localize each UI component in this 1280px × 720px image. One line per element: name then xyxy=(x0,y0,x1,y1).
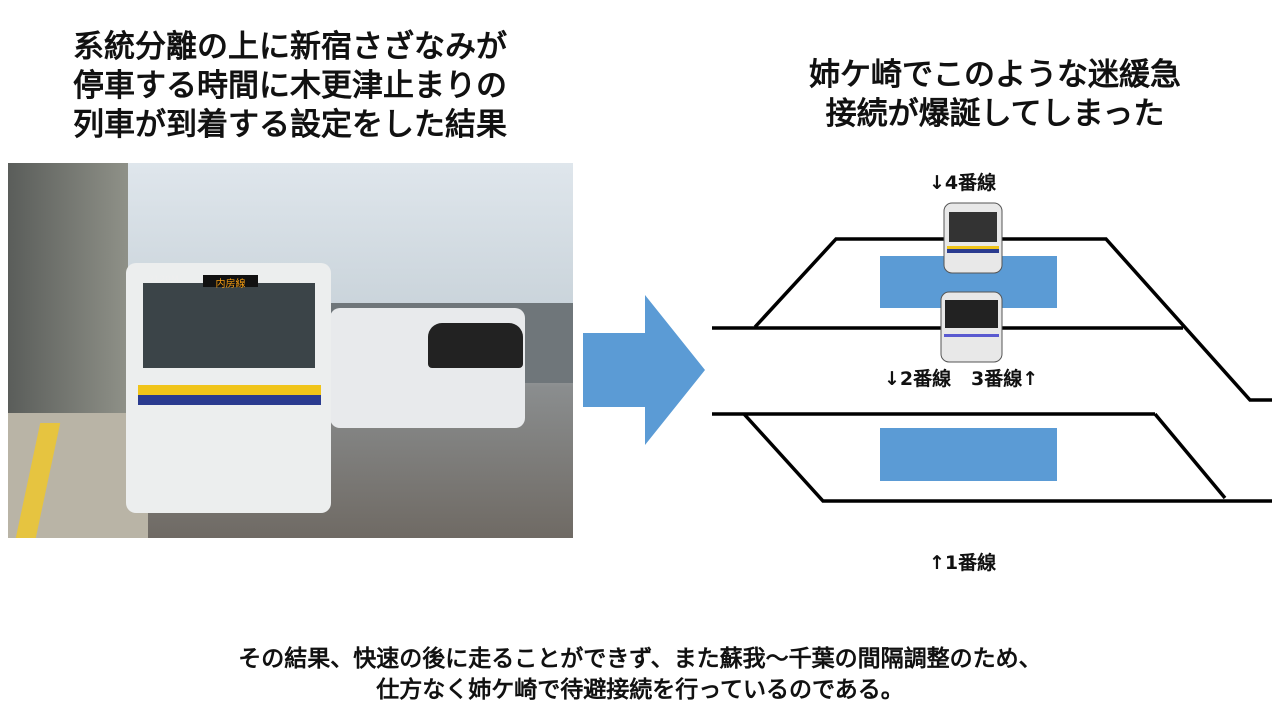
platform-lower xyxy=(880,428,1057,481)
title-line: 接続が爆誕してしまった xyxy=(825,95,1165,132)
destination-sign: 内房線 xyxy=(203,275,258,290)
caption-line: その結果、快速の後に走ることができず、また蘇我～千葉の間隔調整のため、 xyxy=(238,646,1042,672)
title-line: 姉ケ崎でこのような迷緩急 xyxy=(809,57,1181,93)
bottom-caption: その結果、快速の後に走ることができず、また蘇我～千葉の間隔調整のため、 仕方なく… xyxy=(0,644,1280,706)
right-arrow-icon xyxy=(583,295,705,445)
title-line: 列車が到着する設定をした結果 xyxy=(73,106,507,143)
left-title: 系統分離の上に新宿さざなみが 停車する時間に木更津止まりの 列車が到着する設定を… xyxy=(0,28,580,144)
title-line: 系統分離の上に新宿さざなみが xyxy=(73,29,507,65)
title-line: 停車する時間に木更津止まりの xyxy=(73,67,507,104)
right-title: 姉ケ崎でこのような迷緩急 接続が爆誕してしまった xyxy=(700,56,1280,134)
train-number: 2120M xyxy=(148,275,179,285)
track-1-label: ↑1番線 xyxy=(929,552,997,574)
track-2-label: ↓2番線 xyxy=(884,368,952,390)
track-4-label: ↓4番線 xyxy=(929,172,997,194)
train-photo: 内房線 2120M xyxy=(8,163,573,538)
train-icon-track4 xyxy=(943,202,1003,274)
track-3-label: 3番線↑ xyxy=(971,368,1039,390)
caption-line: 仕方なく姉ケ崎で待避接続を行っているのである。 xyxy=(376,677,904,704)
train-icon-track2 xyxy=(940,291,1003,363)
